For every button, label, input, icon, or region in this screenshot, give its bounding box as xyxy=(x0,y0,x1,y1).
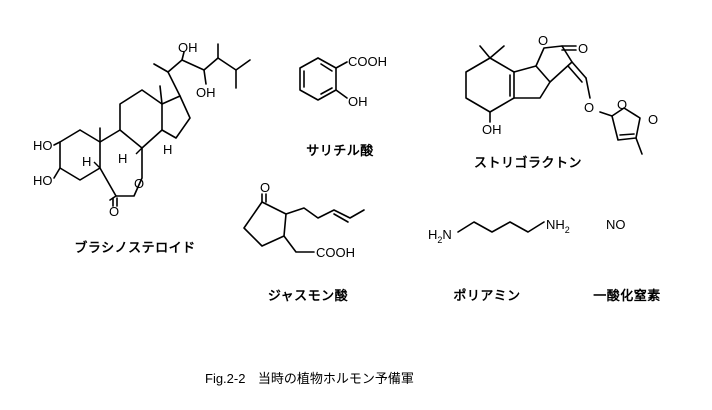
nitric-oxide-structure: NO xyxy=(606,217,626,232)
bs-label-ho-b: HO xyxy=(33,173,53,188)
bs-ring-d xyxy=(161,95,191,139)
bs-label-o-ring: O xyxy=(134,176,144,191)
sa-ring xyxy=(299,57,337,101)
sl-ring-b xyxy=(513,65,551,99)
sl-bond-ether-2 xyxy=(599,111,613,117)
bs-oh-bond-b xyxy=(203,69,207,85)
bs-ho-bond-b xyxy=(53,167,61,179)
sl-bond-ether xyxy=(585,77,591,99)
bs-side-methyl xyxy=(153,63,169,73)
sl-methyl-d xyxy=(635,137,643,155)
pa-label-nh2: NH2 xyxy=(546,217,570,235)
brassinosteroid-structure: OH OH HO HO H H H O O xyxy=(33,40,251,219)
sa-bond-oh xyxy=(335,89,348,99)
sa-double-1 xyxy=(320,63,333,72)
bs-label-o-carbonyl: O xyxy=(109,204,119,219)
bs-h-hash-b xyxy=(135,147,143,155)
sl-ring-a xyxy=(465,57,515,113)
pa-label-h2n: H2N xyxy=(428,227,452,245)
bs-h-hash-a xyxy=(93,161,101,169)
salicylic-acid-name: サリチル酸 xyxy=(306,144,374,159)
sl-label-o-butenolide: O xyxy=(617,97,627,112)
polyamine-structure: H2N NH2 xyxy=(428,217,570,245)
jasmonic-acid-name: ジャスモン酸 xyxy=(267,289,349,304)
sl-label-o-carbonyl: O xyxy=(578,41,588,56)
sl-label-o-lactone: O xyxy=(538,33,548,48)
ja-label-o: O xyxy=(260,180,270,195)
sa-double-3 xyxy=(320,87,333,95)
sa-bond-cooh xyxy=(335,61,348,69)
bs-label-h-c: H xyxy=(163,142,172,157)
nitric-oxide-name: 一酸化窒素 xyxy=(593,289,661,304)
sa-label-cooh: COOH xyxy=(348,54,387,69)
bs-label-oh-a: OH xyxy=(178,40,198,55)
bs-label-h-b: H xyxy=(118,151,127,166)
bs-ring-a xyxy=(59,129,101,181)
figure-number: Fig.2-2 xyxy=(205,371,246,386)
jasmonic-acid-structure: O COOH xyxy=(243,180,365,260)
sl-methyl-1 xyxy=(479,45,491,59)
polyamine-name: ポリアミン xyxy=(453,289,521,304)
strigolactone-structure: O O O O O OH xyxy=(465,33,658,155)
sl-double-d xyxy=(619,133,635,136)
bs-oh-bond-a xyxy=(181,51,185,61)
bs-ho-bond-a xyxy=(53,141,61,146)
ja-label-cooh: COOH xyxy=(316,245,355,260)
ja-cis-double xyxy=(333,213,349,223)
bs-label-h-a: H xyxy=(82,154,91,169)
bs-label-oh-b: OH xyxy=(196,85,216,100)
pa-chain xyxy=(457,221,545,233)
sl-label-o-butenolide-carbonyl: O xyxy=(648,112,658,127)
bs-label-ho-a: HO xyxy=(33,138,53,153)
ja-acid-chain xyxy=(283,235,315,253)
sl-methyl-2 xyxy=(489,45,505,59)
sl-ring-d xyxy=(611,107,641,141)
bs-methyl-13 xyxy=(159,85,163,105)
sl-exo-1 xyxy=(571,61,587,79)
strigolactone-name: ストリゴラクトン xyxy=(473,156,583,171)
sl-exo-2 xyxy=(567,65,583,83)
bs-ring-c xyxy=(119,89,163,149)
figure-title: 当時の植物ホルモン予備軍 xyxy=(257,372,414,387)
brassinosteroid-name: ブラシノステロイド xyxy=(74,241,196,256)
sl-label-o-ether: O xyxy=(584,100,594,115)
no-label-formula: NO xyxy=(606,217,626,232)
sl-label-oh: OH xyxy=(482,122,502,137)
sl-ring-c xyxy=(535,45,573,83)
ja-ring xyxy=(243,201,287,247)
sa-label-oh: OH xyxy=(348,94,368,109)
ja-side-chain xyxy=(285,207,365,219)
figure-caption: Fig.2-2 当時の植物ホルモン予備軍 xyxy=(205,368,414,387)
salicylic-acid-structure: COOH OH xyxy=(299,54,387,109)
